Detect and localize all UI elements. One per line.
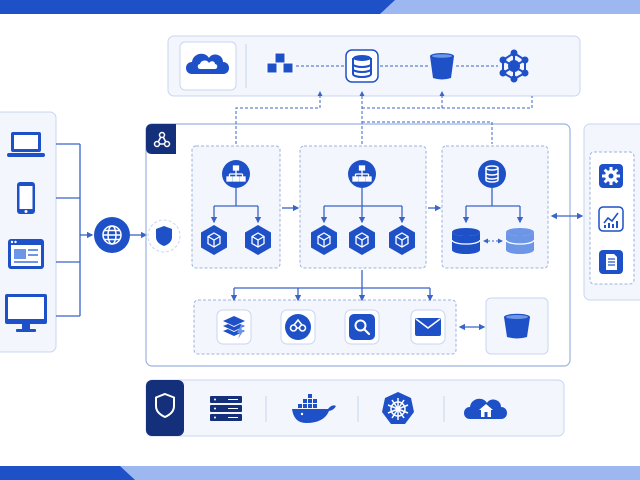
service-group-1	[191, 145, 281, 269]
cube-icon	[389, 225, 415, 255]
globe-icon	[102, 225, 122, 245]
hierarchy-icon	[222, 160, 250, 188]
mail-icon[interactable]	[410, 309, 446, 345]
laptop-icon	[7, 132, 45, 157]
cube-icon	[201, 225, 227, 255]
external-storage[interactable]	[485, 297, 549, 355]
support-services-bar	[193, 270, 457, 355]
service-group-2	[299, 145, 427, 269]
cluster-nodes-icon	[153, 131, 171, 148]
client-connectors	[56, 143, 94, 317]
gear-icon[interactable]	[599, 164, 623, 188]
analytics-chart-icon[interactable]	[598, 206, 624, 232]
shield-icon	[155, 392, 175, 419]
hierarchy-icon	[348, 160, 376, 188]
database-icon	[451, 228, 481, 254]
cubes-icon	[266, 52, 294, 74]
bottom-band	[0, 466, 640, 480]
cube-icon	[349, 225, 375, 255]
search-icon[interactable]	[344, 309, 380, 345]
browser-window-icon	[8, 239, 44, 269]
link-icon[interactable]	[280, 309, 316, 345]
server-rack-icon	[210, 396, 242, 421]
cube-icon	[311, 225, 337, 255]
desktop-monitor-icon	[5, 294, 47, 332]
cloud-icon	[186, 53, 229, 74]
database-icon	[505, 228, 535, 254]
document-icon[interactable]	[599, 250, 623, 274]
infra-bar	[145, 379, 565, 437]
top-bar	[167, 35, 581, 97]
clients-panel	[0, 111, 57, 353]
storage-bucket-icon	[504, 313, 530, 339]
storage-bucket-icon	[430, 53, 454, 80]
ops-sidebar	[583, 123, 640, 301]
gateway-node[interactable]	[94, 217, 130, 253]
database-icon	[345, 49, 379, 83]
top-bar-connectors	[235, 91, 533, 144]
service-group-3	[441, 145, 549, 269]
cloud-home-icon	[464, 398, 507, 419]
shield-icon	[156, 226, 172, 246]
network-graph-icon	[499, 49, 529, 83]
layers-bolt-icon[interactable]	[216, 309, 252, 345]
security-filter-node[interactable]	[147, 219, 181, 253]
database-icon	[478, 160, 506, 188]
smartphone-icon	[17, 182, 35, 214]
cube-icon	[245, 225, 271, 255]
kubernetes-helm-icon	[382, 392, 414, 424]
docker-whale-icon	[292, 394, 336, 423]
cluster-frame	[145, 123, 571, 367]
top-band	[0, 0, 640, 14]
